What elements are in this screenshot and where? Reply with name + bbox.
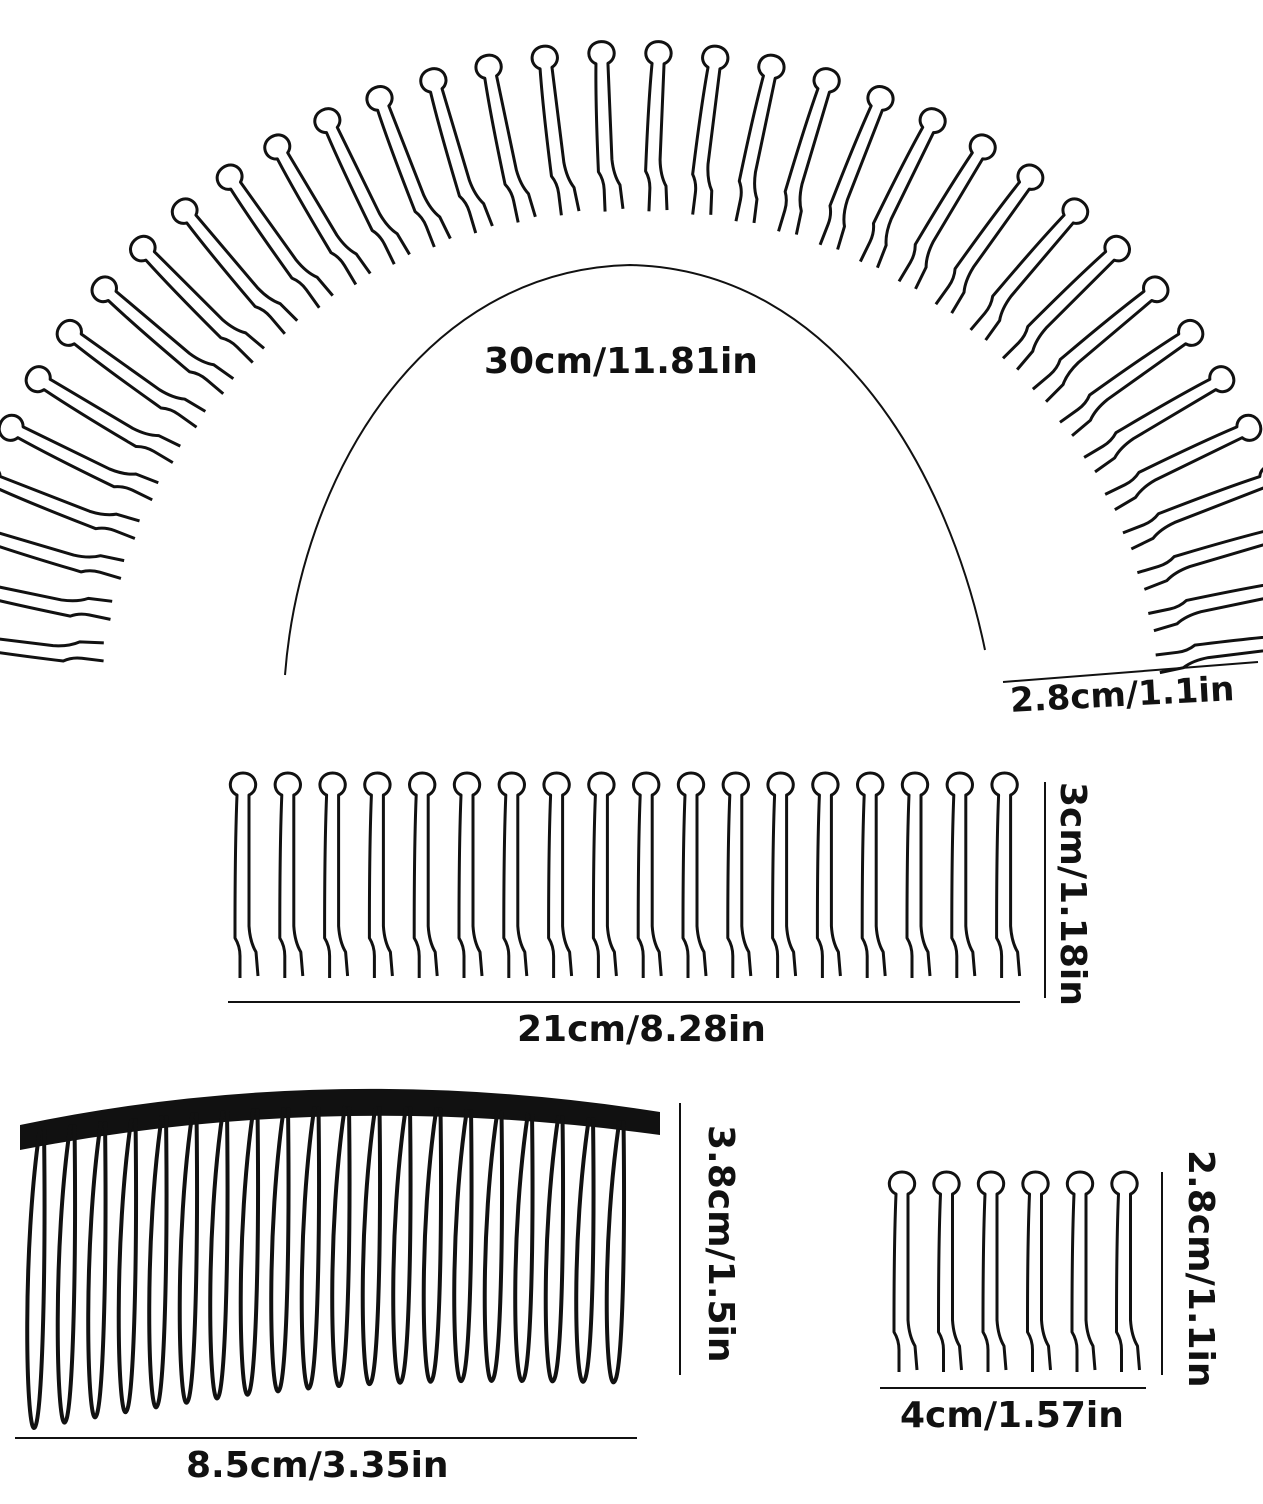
strip-tooth [587, 771, 618, 978]
arc-tooth [1001, 234, 1131, 371]
metal-side-comb [20, 1088, 660, 1431]
arc-length-curve [284, 263, 986, 676]
comb-tooth [543, 1115, 566, 1384]
arc-tooth [170, 197, 299, 335]
arc-tooth [644, 40, 673, 212]
arc-tooth [263, 133, 372, 286]
arc-tooth [0, 570, 113, 621]
arc-tooth [859, 107, 947, 269]
strip-tooth [408, 771, 439, 978]
strip-width-label: 21cm/8.28in [517, 1009, 766, 1050]
strip-tooth [318, 771, 350, 978]
arc-tooth [419, 67, 494, 234]
comb-tooth [177, 1112, 200, 1405]
arc-tooth [0, 413, 159, 502]
comb-tooth [55, 1124, 78, 1425]
arc-tooth [313, 107, 411, 265]
arc-tooth-height-rule [1002, 661, 1259, 683]
comb-tooth [208, 1110, 230, 1401]
strip-tooth [676, 771, 708, 978]
strip-tooth [542, 771, 574, 978]
arc-tooth [90, 275, 235, 395]
strip-tooth [900, 771, 932, 978]
comb-tooth [604, 1120, 627, 1385]
comb-tooth [330, 1105, 352, 1389]
strip-tooth [497, 771, 529, 978]
arc-tooth [1136, 516, 1263, 591]
arc-tooth [1031, 275, 1170, 403]
arc-tooth [365, 85, 452, 248]
arc-tooth [734, 53, 786, 224]
strip-tooth [856, 771, 887, 978]
mini-tooth [1110, 1170, 1141, 1372]
comb-tooth [116, 1117, 139, 1415]
mini-tooth [1021, 1170, 1052, 1372]
strip-tooth [632, 771, 663, 978]
mini-tooth [1065, 1170, 1097, 1372]
comb-spine [20, 1088, 660, 1150]
comb-tooth [86, 1121, 108, 1420]
mini-stretch-comb [887, 1170, 1141, 1372]
comb-tooth [25, 1127, 47, 1431]
straight-stretch-comb-strip [228, 771, 1022, 978]
arc-tooth [55, 318, 207, 429]
arc-tooth [1147, 570, 1263, 633]
arc-tooth [818, 85, 895, 250]
comb-tooth [360, 1105, 383, 1387]
arc-tooth [691, 44, 730, 215]
arc-tooth [897, 133, 997, 290]
comb-tooth [299, 1106, 322, 1391]
arc-tooth [587, 40, 625, 212]
arc-tooth [0, 464, 140, 540]
arc-tooth [530, 44, 581, 216]
comb-tooth [269, 1107, 291, 1394]
arched-stretch-comb [0, 40, 1263, 675]
arc-tooth [1104, 413, 1263, 511]
arc-length-label: 30cm/11.81in [484, 341, 758, 382]
comb-tooth [574, 1117, 596, 1384]
strip-height-label: 3cm/1.18in [1052, 782, 1093, 1006]
arc-tooth [777, 67, 841, 235]
comb-tooth [482, 1110, 505, 1383]
arc-tooth [1155, 624, 1263, 675]
comb-tooth [513, 1112, 535, 1384]
small-width-label: 4cm/1.57in [900, 1395, 1124, 1436]
arc-tooth [1059, 318, 1205, 437]
mini-tooth [976, 1170, 1008, 1372]
arc-tooth [1122, 464, 1263, 551]
comb-height-label: 3.8cm/1.5in [700, 1125, 741, 1363]
comb-tooth [147, 1115, 169, 1410]
arc-tooth [129, 234, 266, 364]
arc-tooth [24, 365, 181, 464]
mini-tooth [932, 1170, 963, 1372]
strip-tooth [721, 771, 753, 978]
mini-tooth [887, 1170, 919, 1372]
strip-tooth [452, 771, 484, 978]
comb-tooth [452, 1108, 474, 1384]
arc-tooth [1083, 365, 1236, 474]
strip-tooth [811, 771, 842, 978]
strip-tooth [363, 771, 394, 978]
strip-tooth [273, 771, 305, 978]
comb-tooth [238, 1108, 261, 1397]
arc-tooth [0, 624, 104, 663]
strip-tooth [990, 771, 1022, 978]
arc-tooth [969, 197, 1090, 341]
strip-tooth [945, 771, 977, 978]
arc-tooth [934, 163, 1045, 314]
small-height-label: 2.8cm/1.1in [1180, 1150, 1221, 1388]
strip-tooth [228, 771, 260, 978]
arc-tooth [215, 163, 334, 309]
comb-tooth [421, 1107, 444, 1384]
comb-width-label: 8.5cm/3.35in [186, 1445, 449, 1486]
comb-tooth [391, 1106, 413, 1385]
arc-tooth [474, 53, 537, 223]
arc-tooth [0, 516, 125, 580]
strip-tooth [766, 771, 798, 978]
